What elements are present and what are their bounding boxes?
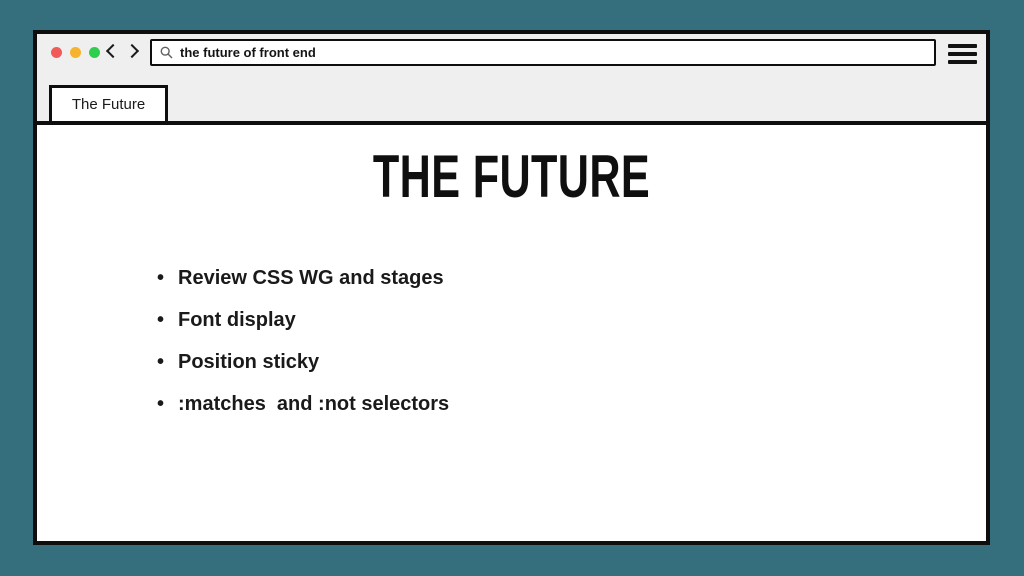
list-item: Font display: [157, 306, 986, 334]
address-input[interactable]: [180, 45, 926, 60]
menu-bar: [948, 44, 977, 48]
maximize-button[interactable]: [89, 47, 100, 58]
address-bar[interactable]: [150, 39, 936, 66]
page-title-text: THE FUTURE: [372, 143, 651, 210]
browser-toolbar: [37, 34, 986, 125]
minimize-button[interactable]: [70, 47, 81, 58]
tab-label: The Future: [71, 96, 146, 113]
menu-icon[interactable]: [948, 44, 977, 64]
tab-the-future[interactable]: The Future: [49, 85, 168, 121]
page-title: THE FUTURE: [37, 140, 986, 214]
list-item: Position sticky: [157, 348, 986, 376]
back-icon[interactable]: [105, 43, 121, 59]
forward-icon[interactable]: [124, 43, 140, 59]
page-content: THE FUTURE Review CSS WG and stages Font…: [37, 125, 986, 541]
browser-window: The Future THE FUTURE Review CSS WG and …: [33, 30, 990, 545]
window-controls: [51, 47, 100, 58]
menu-bar: [948, 60, 977, 64]
search-icon: [160, 46, 173, 59]
bullet-list: Review CSS WG and stages Font display Po…: [37, 264, 986, 418]
list-item: :matches and :not selectors: [157, 390, 986, 418]
menu-bar: [948, 52, 977, 56]
nav-buttons: [105, 43, 140, 59]
list-item: Review CSS WG and stages: [157, 264, 986, 292]
close-button[interactable]: [51, 47, 62, 58]
